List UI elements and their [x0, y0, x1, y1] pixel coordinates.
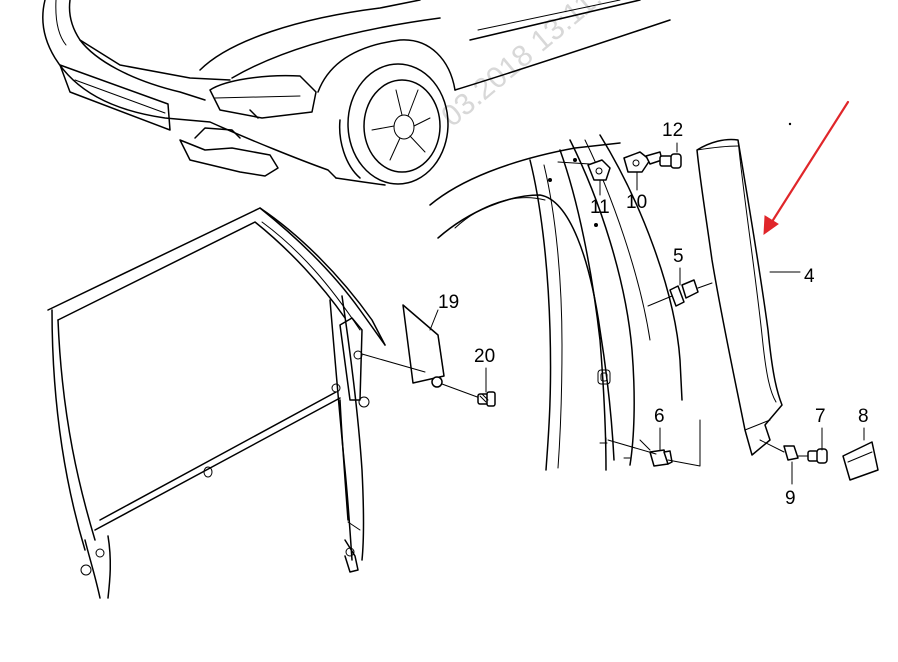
- front-door: [47, 207, 386, 599]
- part-10-bracket: [623, 151, 663, 173]
- callout-9: 9: [785, 488, 796, 509]
- callout-8: 8: [858, 406, 869, 427]
- part-4-pillar-trim: [696, 138, 783, 456]
- callout-6: 6: [654, 406, 665, 427]
- callout-10: 10: [626, 192, 647, 213]
- callout-4: 4: [804, 266, 815, 287]
- part-6-grommet: [607, 419, 701, 467]
- callout-19: 19: [438, 292, 459, 313]
- part-19-mirror-triangle: [361, 304, 481, 399]
- leader-19: [429, 309, 439, 331]
- callout-20: 20: [474, 346, 495, 367]
- car-front-illustration: [42, 0, 671, 186]
- callout-11: 11: [590, 197, 610, 218]
- part-9-bushing: [759, 439, 799, 461]
- part-20-screw: [477, 391, 496, 407]
- leader-11-10: [557, 161, 591, 165]
- part-12-screw: [659, 153, 682, 169]
- callout-12: 12: [662, 120, 683, 141]
- speck: [788, 122, 792, 126]
- part-11-clip: [587, 159, 611, 181]
- part-8-cap: [842, 441, 879, 481]
- part-7-screw: [797, 448, 828, 464]
- callout-5: 5: [673, 246, 684, 267]
- part-5-rivet: [647, 279, 713, 307]
- callout-7: 7: [815, 406, 826, 427]
- body-pillar: [429, 134, 683, 471]
- highlight-arrow: [763, 100, 850, 236]
